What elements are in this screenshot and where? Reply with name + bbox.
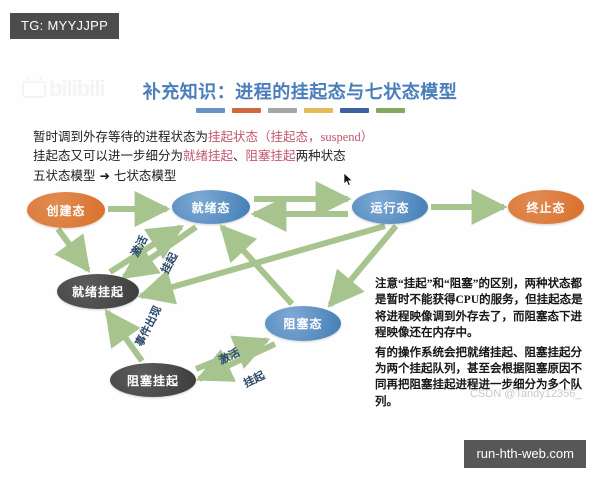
explanatory-note: 注意“挂起”和“阻塞”的区别，两种状态都是暂时不能获得CPU的服务，但挂起态是将…	[375, 276, 590, 410]
csdn-watermark: CSDN @Tandy12356_	[470, 388, 582, 400]
state-node-ready: 就绪态	[172, 190, 250, 224]
rule-dash-1	[195, 108, 225, 113]
lede-text: 暂时调到外存等待的进程状态为挂起状态（挂起态，suspend） 挂起态又可以进一…	[33, 128, 453, 185]
bilibili-watermark-text: bilibili	[49, 76, 106, 101]
state-node-blocked: 阻塞态	[265, 306, 341, 341]
title-rule	[0, 108, 600, 113]
rule-dash-6	[375, 108, 405, 113]
telegram-badge: TG: MYYJJPP	[10, 13, 120, 39]
lede-line2-tail: 两种状态	[295, 149, 346, 163]
lede-line1-highlight: 挂起状态（挂起态，suspend）	[208, 130, 374, 144]
state-node-label: 终止态	[526, 200, 566, 215]
bilibili-tv-icon	[22, 80, 46, 98]
state-node-create: 创建态	[27, 192, 105, 228]
lede-line-1: 暂时调到外存等待的进程状态为挂起状态（挂起态，suspend）	[33, 128, 453, 147]
rule-dash-4	[303, 108, 333, 113]
state-node-label: 阻塞挂起	[126, 373, 179, 388]
state-node-terminated: 终止态	[508, 190, 584, 224]
mouse-cursor	[344, 173, 353, 187]
state-node-running: 运行态	[352, 190, 428, 224]
lede-line2-plain: 挂起态又可以进一步细分为	[33, 149, 184, 163]
site-watermark: run-hth-web.com	[464, 440, 586, 468]
state-node-label: 阻塞态	[283, 317, 323, 331]
rule-dash-5	[339, 108, 369, 113]
state-node-label: 创建态	[46, 203, 86, 218]
state-node-label: 就绪态	[191, 200, 231, 215]
state-node-label: 运行态	[370, 200, 410, 215]
lede-line-2: 挂起态又可以进一步细分为就绪挂起、阻塞挂起两种状态	[33, 147, 453, 166]
slide-title: 补充知识：进程的挂起态与七状态模型	[142, 82, 458, 102]
state-node-blocked-susp: 阻塞挂起	[110, 363, 196, 397]
state-node-label: 就绪挂起	[71, 285, 124, 299]
lede-line2-separator: 、	[233, 149, 246, 163]
lede-line1-plain: 暂时调到外存等待的进程状态为	[33, 130, 209, 144]
note-paragraph-2: 有的操作系统会把就绪挂起、阻塞挂起分为两个挂起队列，甚至会根据阻塞原因不同再把阻…	[375, 346, 582, 408]
rule-dash-2	[231, 108, 261, 113]
lede-line2-highlight-ready: 就绪挂起	[183, 149, 234, 163]
state-node-ready-susp: 就绪挂起	[57, 274, 139, 309]
bilibili-watermark-logo: bilibili	[22, 72, 130, 106]
note-paragraph-1: 注意“挂起”和“阻塞”的区别，两种状态都是暂时不能获得CPU的服务，但挂起态是将…	[375, 278, 583, 340]
lede-line-3: 五状态模型 ➜ 七状态模型	[33, 168, 177, 183]
lede-line2-highlight-blocked: 阻塞挂起	[245, 149, 296, 163]
rule-dash-3	[267, 108, 297, 113]
